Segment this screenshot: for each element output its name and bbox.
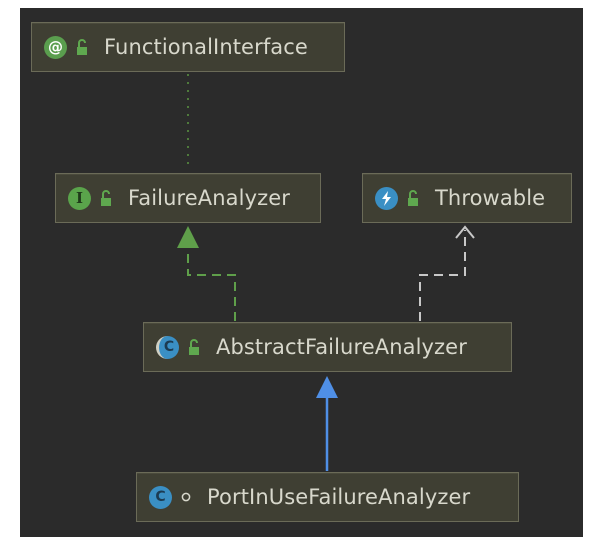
abstract-class-icon: C [156,335,179,359]
class-icon: C [149,485,172,509]
interface-icon: I [68,186,91,210]
node-label: Throwable [435,186,546,210]
unlocked-icon [186,338,202,356]
lambda-icon [375,186,398,210]
package-private-icon [179,488,193,506]
node-label: AbstractFailureAnalyzer [216,335,467,359]
diagram-canvas [20,8,583,537]
node-functional-interface[interactable]: @ FunctionalInterface [31,22,345,72]
node-port-in-use-failure-analyzer[interactable]: C PortInUseFailureAnalyzer [136,472,519,522]
node-failure-analyzer[interactable]: I FailureAnalyzer [55,173,321,223]
annotation-icon: @ [44,35,67,59]
unlocked-icon [74,38,90,56]
node-label: FunctionalInterface [104,35,308,59]
unlocked-icon [98,189,114,207]
node-throwable[interactable]: Throwable [362,173,572,223]
node-label: FailureAnalyzer [128,186,290,210]
node-label: PortInUseFailureAnalyzer [207,485,471,509]
node-abstract-failure-analyzer[interactable]: C AbstractFailureAnalyzer [143,322,512,372]
unlocked-icon [405,189,421,207]
